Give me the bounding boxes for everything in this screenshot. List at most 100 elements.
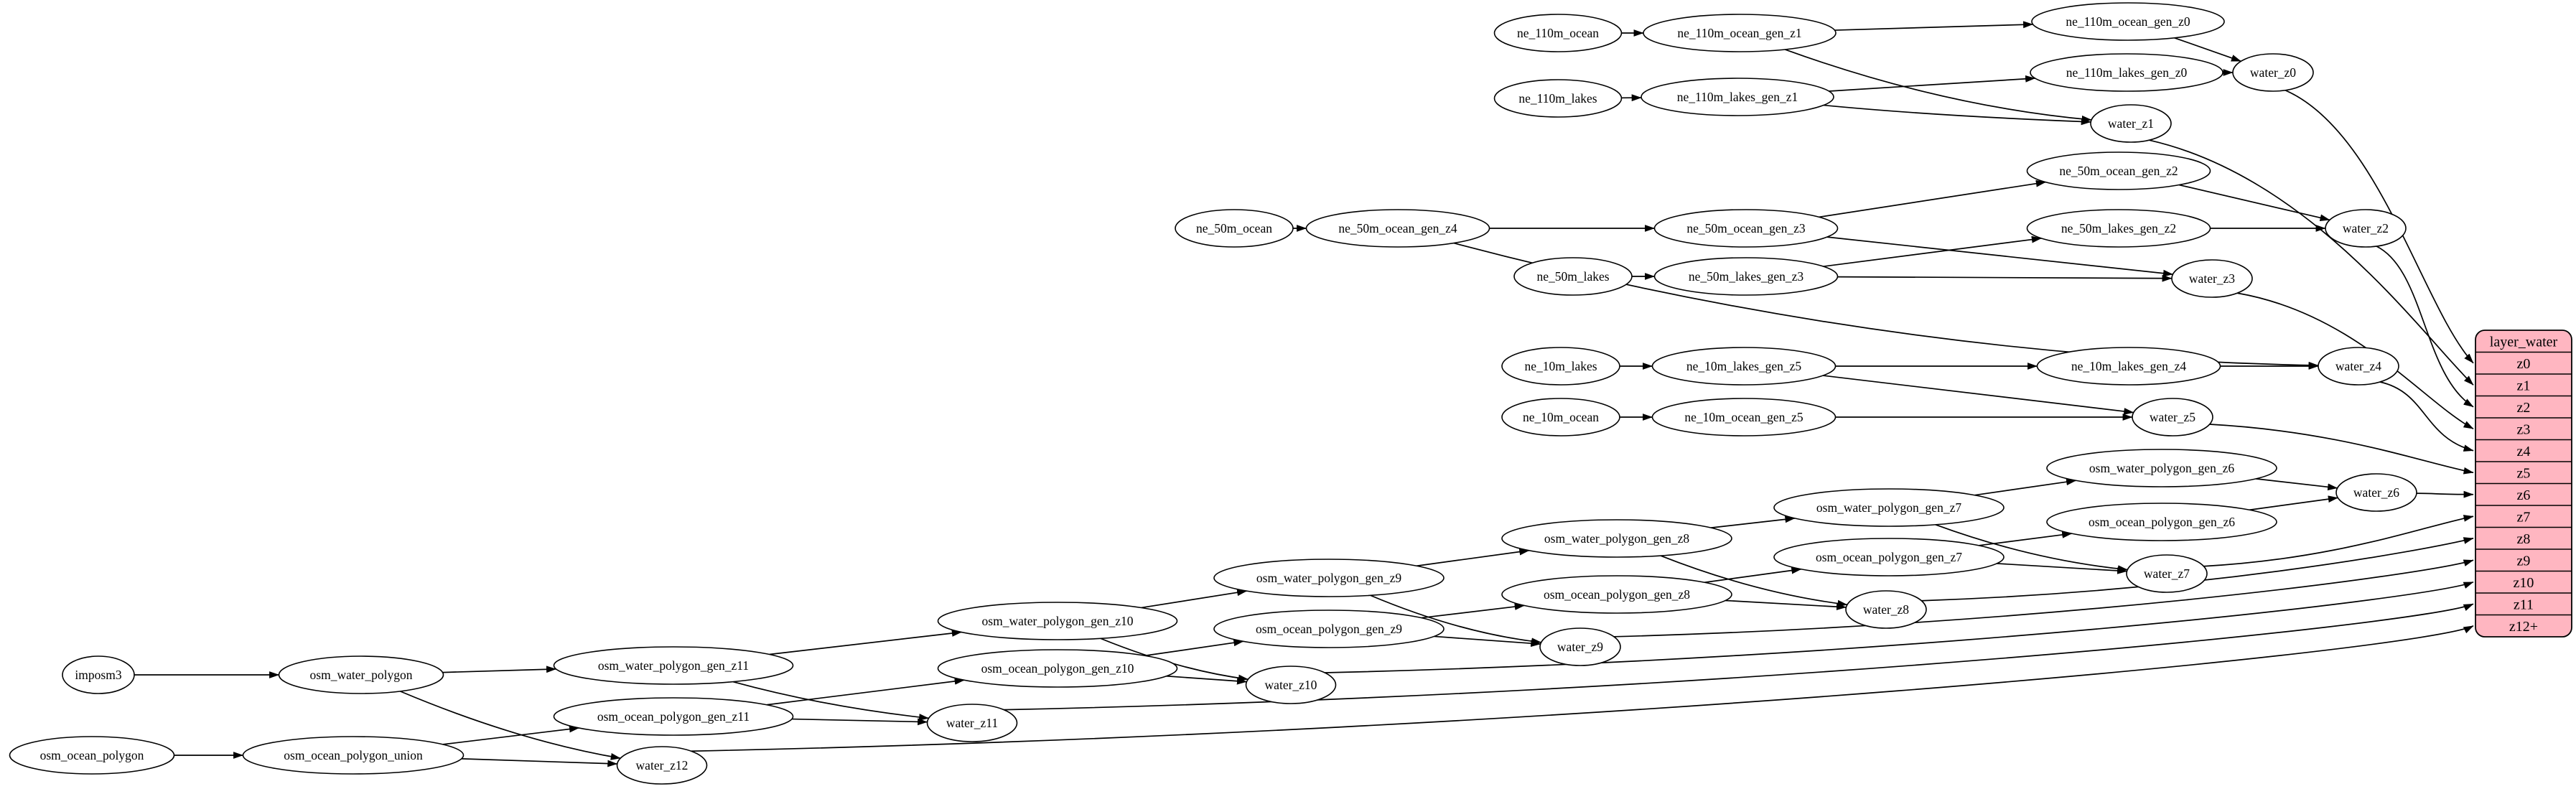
edge-osm_ocean_polygon_gen_z7-to-osm_ocean_polygon_gen_z6 <box>1979 531 2073 546</box>
node-ellipse-osm_ocean_polygon_gen_z8 <box>1501 575 1732 614</box>
node-osm_water_polygon_gen_z6: osm_water_polygon_gen_z6 <box>2046 449 2277 487</box>
edge-osm_water_polygon_gen_z8-to-water_z8 <box>1660 555 1848 607</box>
node-ellipse-water_z7 <box>2126 554 2208 593</box>
node-label-osm_ocean_polygon_gen_z7: osm_ocean_polygon_gen_z7 <box>1816 550 1962 564</box>
node-label-ne_110m_ocean_gen_z0: ne_110m_ocean_gen_z0 <box>2066 14 2190 29</box>
node-label-imposm3: imposm3 <box>75 668 121 682</box>
node-label-ne_50m_lakes_gen_z2: ne_50m_lakes_gen_z2 <box>2061 221 2176 235</box>
node-ellipse-osm_ocean_polygon_gen_z10 <box>937 649 1178 688</box>
edge-ne_50m_ocean_gen_z2-to-water_z2 <box>2178 184 2330 222</box>
layer-water-row-z8: z8 <box>2517 531 2531 547</box>
node-label-ne_110m_ocean_gen_z1: ne_110m_ocean_gen_z1 <box>1677 26 1801 40</box>
node-ellipse-water_z4 <box>2318 347 2399 386</box>
node-ellipse-water_z1 <box>2090 104 2172 143</box>
node-label-water_z7: water_z7 <box>2144 566 2190 581</box>
node-label-osm_ocean_polygon_gen_z9: osm_ocean_polygon_gen_z9 <box>1256 622 1402 636</box>
node-ne_10m_ocean_gen_z5: ne_10m_ocean_gen_z5 <box>1651 398 1837 436</box>
node-label-osm_ocean_polygon_gen_z6: osm_ocean_polygon_gen_z6 <box>2089 515 2235 529</box>
node-ellipse-ne_110m_lakes <box>1493 79 1623 118</box>
node-ellipse-ne_50m_lakes <box>1513 257 1633 296</box>
node-ne_50m_ocean_gen_z2: ne_50m_ocean_gen_z2 <box>2026 151 2211 190</box>
node-ellipse-ne_110m_lakes_gen_z1 <box>1641 78 1834 116</box>
node-ellipse-ne_110m_ocean_gen_z1 <box>1643 14 1837 52</box>
node-water_z6: water_z6 <box>2335 473 2417 512</box>
layer-water-row-z0: z0 <box>2517 356 2531 372</box>
edge-ne_110m_ocean_gen_z1-to-water_z1 <box>1784 49 2092 123</box>
edge-osm_water_polygon_gen_z9-to-water_z9 <box>1370 594 1542 645</box>
node-ellipse-ne_50m_ocean_gen_z2 <box>2026 151 2211 190</box>
node-label-ne_50m_lakes: ne_50m_lakes <box>1536 269 1609 284</box>
node-ellipse-water_z6 <box>2335 473 2417 512</box>
node-label-osm_water_polygon_gen_z10: osm_water_polygon_gen_z10 <box>982 614 1134 628</box>
node-osm_ocean_polygon_gen_z11: osm_ocean_polygon_gen_z11 <box>553 697 794 736</box>
node-ne_50m_ocean_gen_z3: ne_50m_ocean_gen_z3 <box>1653 209 1839 248</box>
node-ne_110m_ocean: ne_110m_ocean <box>1493 14 1623 52</box>
node-label-osm_water_polygon_gen_z9: osm_water_polygon_gen_z9 <box>1256 571 1401 585</box>
node-osm_ocean_polygon: osm_ocean_polygon <box>9 736 175 775</box>
node-ne_10m_lakes_gen_z5: ne_10m_lakes_gen_z5 <box>1651 347 1837 386</box>
node-label-ne_50m_ocean_gen_z4: ne_50m_ocean_gen_z4 <box>1338 221 1457 235</box>
edge-water_z12-to-layer_water.z12+ <box>691 625 2474 752</box>
node-ellipse-ne_10m_lakes_gen_z5 <box>1651 347 1837 386</box>
node-osm_ocean_polygon_gen_z8: osm_ocean_polygon_gen_z8 <box>1501 575 1732 614</box>
node-ne_110m_ocean_gen_z0: ne_110m_ocean_gen_z0 <box>2031 2 2225 41</box>
edge-ne_110m_ocean_gen_z0-to-water_z0 <box>2174 37 2241 62</box>
edge-ne_110m_lakes_gen_z1-to-ne_110m_lakes_gen_z0 <box>1829 75 2036 92</box>
node-ne_50m_ocean: ne_50m_ocean <box>1175 209 1294 248</box>
edge-osm_water_polygon_gen_z7-to-water_z7 <box>1935 523 2128 573</box>
edge-osm_ocean_polygon_gen_z7-to-water_z7 <box>1997 563 2128 574</box>
node-water_z2: water_z2 <box>2325 209 2407 248</box>
edge-osm_water_polygon_gen_z11-to-osm_water_polygon_gen_z10 <box>769 630 962 655</box>
edge-osm_ocean_polygon_gen_z8-to-osm_ocean_polygon_gen_z7 <box>1704 566 1802 584</box>
node-label-ne_110m_ocean: ne_110m_ocean <box>1517 26 1599 40</box>
node-label-osm_water_polygon_gen_z6: osm_water_polygon_gen_z6 <box>2089 461 2234 475</box>
node-ellipse-water_z11 <box>926 704 1018 742</box>
node-label-osm_water_polygon_gen_z7: osm_water_polygon_gen_z7 <box>1816 500 1961 515</box>
node-water_z12: water_z12 <box>616 746 708 785</box>
edge-water_z2-to-layer_water.z2 <box>2376 246 2474 408</box>
edge-water_z7-to-layer_water.z7 <box>2203 515 2474 567</box>
node-ne_50m_lakes_gen_z2: ne_50m_lakes_gen_z2 <box>2026 209 2211 248</box>
edge-osm_ocean_polygon_gen_z6-to-water_z6 <box>2249 495 2338 511</box>
edge-ne_50m_ocean_gen_z3-to-water_z3 <box>1826 236 2174 277</box>
node-ne_110m_ocean_gen_z1: ne_110m_ocean_gen_z1 <box>1643 14 1837 52</box>
node-label-osm_water_polygon: osm_water_polygon <box>310 668 413 682</box>
edge-water_z4-to-layer_water.z4 <box>2379 381 2474 452</box>
node-label-ne_10m_lakes_gen_z4: ne_10m_lakes_gen_z4 <box>2071 359 2187 373</box>
node-water_z1: water_z1 <box>2090 104 2172 143</box>
node-label-water_z2: water_z2 <box>2343 221 2389 235</box>
node-ellipse-osm_water_polygon_gen_z9 <box>1213 559 1445 597</box>
node-label-ne_10m_lakes_gen_z5: ne_10m_lakes_gen_z5 <box>1686 359 1802 373</box>
nodes-layer: ne_110m_ocean ne_110m_ocean_gen_z1 ne_110m… <box>9 2 2417 785</box>
edge-osm_ocean_polygon_gen_z11-to-water_z11 <box>791 718 928 726</box>
node-ne_10m_ocean: ne_10m_ocean <box>1501 398 1620 436</box>
layer-water-row-z7: z7 <box>2517 509 2531 525</box>
node-ne_110m_lakes_gen_z0: ne_110m_lakes_gen_z0 <box>2030 53 2223 92</box>
node-label-osm_ocean_polygon_union: osm_ocean_polygon_union <box>284 748 423 762</box>
edge-osm_water_polygon_gen_z6-to-water_z6 <box>2255 478 2338 491</box>
node-ellipse-ne_110m_ocean <box>1493 14 1623 52</box>
node-water_z5: water_z5 <box>2132 398 2213 436</box>
node-label-ne_10m_ocean: ne_10m_ocean <box>1523 410 1599 424</box>
layer-water-row-z5: z5 <box>2517 465 2531 481</box>
node-label-osm_ocean_polygon_gen_z11: osm_ocean_polygon_gen_z11 <box>597 709 750 724</box>
edge-water_z6-to-layer_water.z6 <box>2416 490 2474 498</box>
node-label-ne_50m_ocean: ne_50m_ocean <box>1196 221 1272 235</box>
node-ellipse-osm_ocean_polygon <box>9 736 175 775</box>
node-ellipse-ne_10m_ocean <box>1501 398 1620 436</box>
node-label-water_z4: water_z4 <box>2335 359 2381 373</box>
edge-ne_10m_lakes_gen_z5-to-water_z5 <box>1823 375 2134 415</box>
node-ellipse-water_z12 <box>616 746 708 785</box>
node-ellipse-osm_ocean_polygon_gen_z7 <box>1773 538 2005 576</box>
node-label-osm_ocean_polygon: osm_ocean_polygon <box>40 748 144 762</box>
layer-water-row-z4: z4 <box>2517 444 2531 459</box>
edge-water_z1-to-layer_water.z1 <box>2149 139 2474 386</box>
node-osm_ocean_polygon_gen_z7: osm_ocean_polygon_gen_z7 <box>1773 538 2005 576</box>
edge-osm_water_polygon_gen_z10-to-osm_water_polygon_gen_z9 <box>1141 589 1248 609</box>
node-ne_10m_lakes: ne_10m_lakes <box>1501 347 1620 386</box>
node-ne_110m_lakes_gen_z1: ne_110m_lakes_gen_z1 <box>1641 78 1834 116</box>
node-water_z4: water_z4 <box>2318 347 2399 386</box>
node-water_z10: water_z10 <box>1245 666 1337 704</box>
